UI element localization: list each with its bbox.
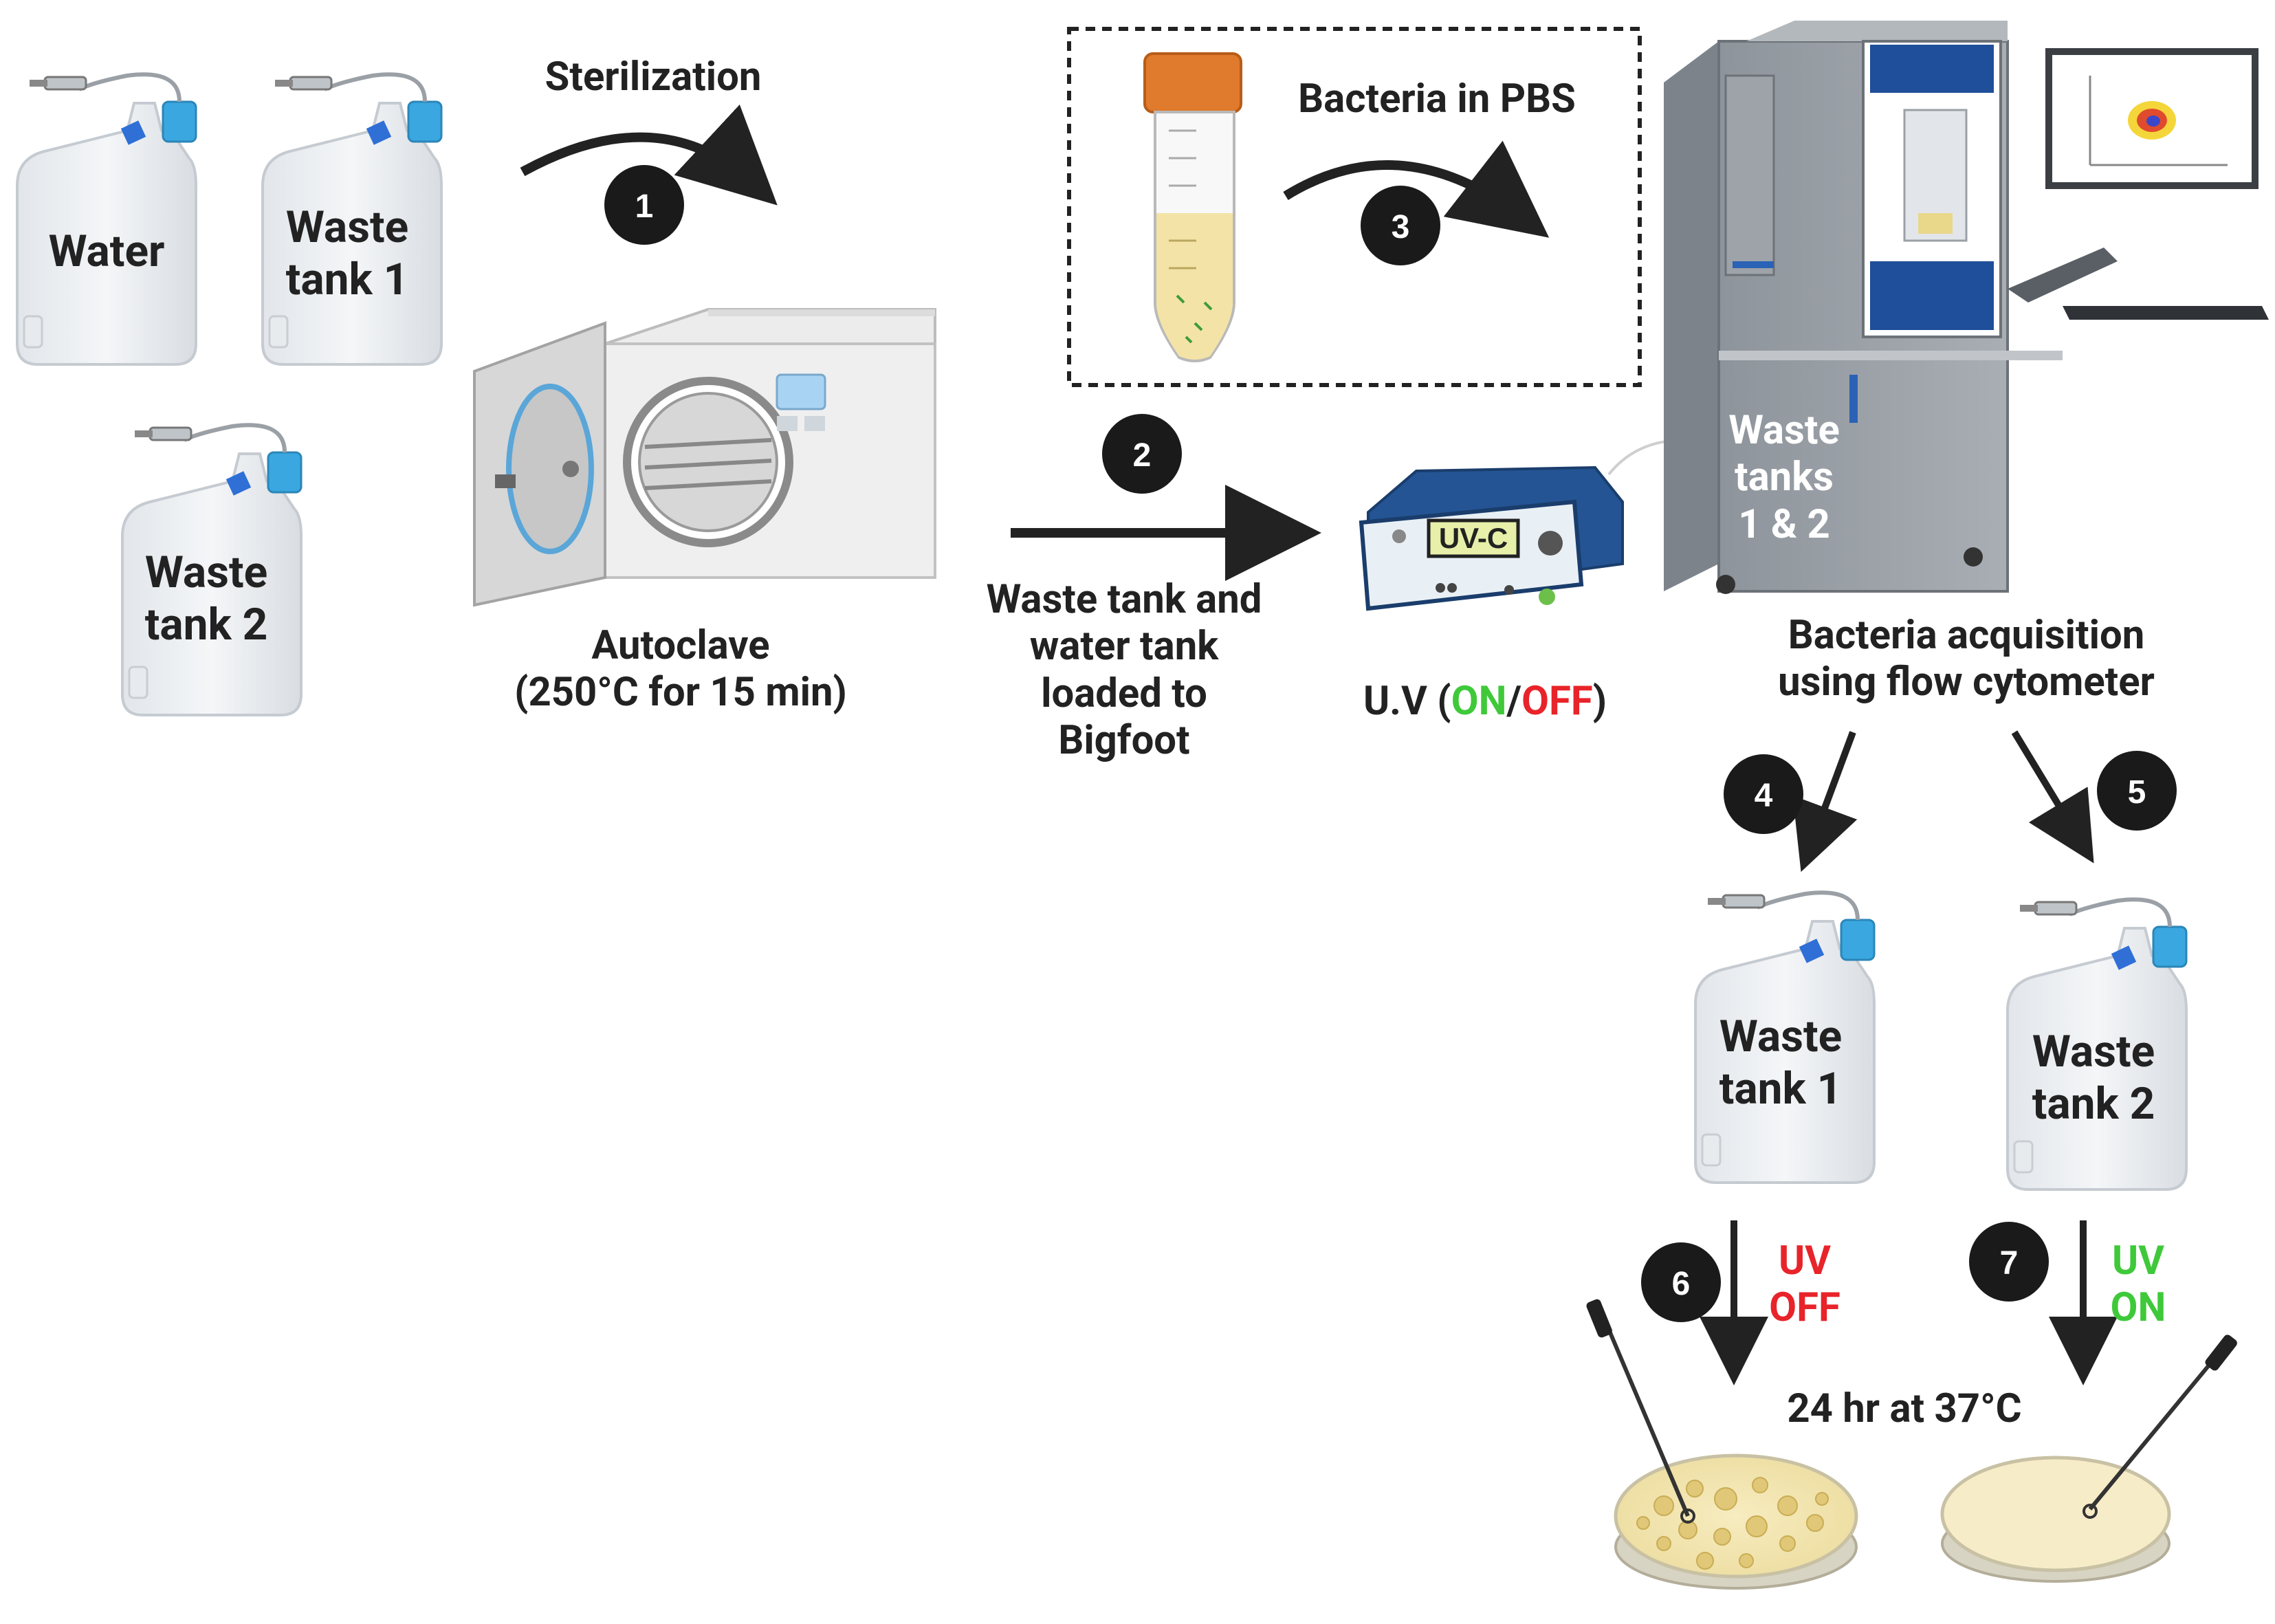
incubation-label: 24 hr at 37°C <box>1787 1385 2022 1432</box>
waste-tank-loaded-label: Waste tank and water tank loaded to Bigf… <box>986 576 1262 765</box>
uv-prefix: U.V ( <box>1363 678 1451 725</box>
uv-on-off-label: U.V (ON/OFF) <box>1313 631 1657 725</box>
water-jug-label: Water <box>48 226 165 277</box>
svg-text:6: 6 <box>1672 1266 1691 1302</box>
svg-text:2: 2 <box>1133 437 1152 474</box>
waste-tanks-cytometer-label: Waste tanks 1 & 2 <box>1728 407 1840 548</box>
autoclave-label: Autoclave (250°C for 15 min) <box>514 622 847 716</box>
svg-text:4: 4 <box>1755 778 1773 814</box>
uv-off-text: OFF <box>1521 678 1593 725</box>
waste-tank-2-left-label: Waste tank 2 <box>144 547 268 650</box>
sterilization-label: Sterilization <box>545 54 762 100</box>
step-5-arrow <box>2011 730 2094 864</box>
step-4-badge: 4 <box>1724 754 1803 834</box>
bacteria-in-pbs-box <box>1067 27 1642 387</box>
falcon-tube-illustration <box>1143 52 1242 362</box>
autoclave-illustration <box>473 308 936 607</box>
step-6-badge: 6 <box>1641 1242 1721 1322</box>
step-5-badge: 5 <box>2097 751 2177 831</box>
step-1-badge: 1 <box>604 165 684 245</box>
step-3-arrow <box>1283 140 1550 238</box>
step-badges: 1 2 3 4 5 6 7 <box>604 165 2177 1322</box>
petri-dish-uv-on <box>1940 1335 2237 1583</box>
uv-c-device: UV-C <box>1359 439 1685 611</box>
step-1-arrow <box>520 105 778 206</box>
uvc-display-text: UV-C <box>1439 522 1508 554</box>
svg-text:7: 7 <box>2000 1245 2019 1282</box>
uv-off-step-label: UV OFF <box>1769 1238 1840 1332</box>
svg-text:1: 1 <box>635 188 654 225</box>
bacteria-in-pbs-label: Bacteria in PBS <box>1298 76 1576 122</box>
uv-suffix: ) <box>1592 678 1607 725</box>
flow-cytometer-illustration <box>1664 21 2269 594</box>
waste-tank-1-top-label: Waste tank 1 <box>285 201 409 305</box>
svg-text:5: 5 <box>2128 774 2146 811</box>
water-jug <box>17 74 196 364</box>
step-3-badge: 3 <box>1361 186 1440 265</box>
uv-slash: / <box>1506 678 1522 725</box>
step-2-badge: 2 <box>1102 414 1182 494</box>
step-7-badge: 7 <box>1969 1222 2049 1302</box>
bacteria-acquisition-label: Bacteria acquisition using flow cytomete… <box>1778 612 2155 706</box>
uv-on-step-label: UV ON <box>2110 1238 2166 1332</box>
waste-tank-1-bottom-label: Waste tank 1 <box>1719 1011 1843 1115</box>
waste-tank-2-bottom-label: Waste tank 2 <box>2032 1026 2155 1130</box>
svg-text:3: 3 <box>1392 209 1410 245</box>
uv-on-text: ON <box>1451 678 1507 725</box>
step-4-arrow <box>1792 731 1858 873</box>
petri-dish-uv-off <box>1586 1299 1858 1590</box>
